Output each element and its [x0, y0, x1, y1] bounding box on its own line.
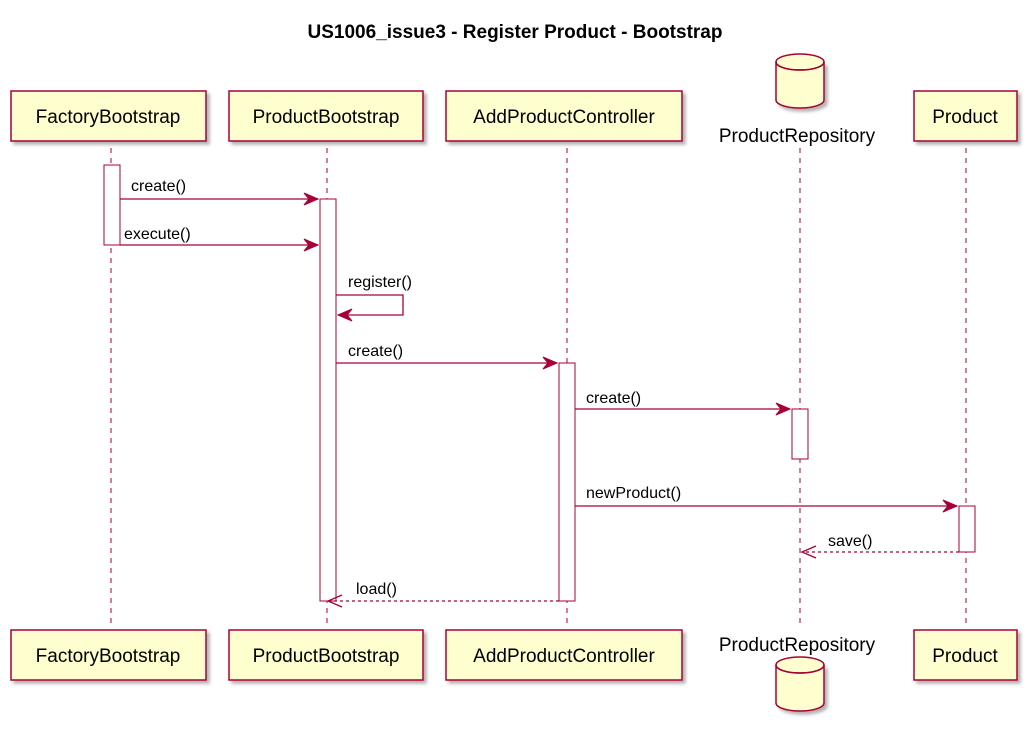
activation-productbs: [319, 198, 337, 602]
message-create-controller: create(): [336, 343, 559, 370]
message-label: create(): [586, 390, 641, 407]
participant-label: AddProductController: [473, 107, 655, 128]
participant-productbs-top: ProductBootstrap: [228, 90, 424, 142]
message-label: register(): [348, 274, 412, 291]
participant-label: AddProductController: [473, 646, 655, 667]
message-save-return: save(): [800, 533, 959, 559]
diagram-title: US1006_issue3 - Register Product - Boots…: [308, 22, 723, 43]
participant-label-repo-bottom: ProductRepository: [719, 635, 876, 656]
participant-label: FactoryBootstrap: [36, 107, 181, 128]
activation-repo: [791, 408, 809, 460]
participant-label: FactoryBootstrap: [36, 646, 181, 667]
participant-factory-top: FactoryBootstrap: [10, 90, 207, 142]
message-create-repo: create(): [575, 390, 792, 416]
message-register-self: register(): [336, 274, 412, 322]
message-label: newProduct(): [586, 485, 681, 502]
participant-label: Product: [932, 107, 998, 128]
activation-controller: [558, 362, 576, 602]
activation-factory: [103, 164, 121, 246]
participant-controller-bottom: AddProductController: [445, 629, 683, 681]
message-newproduct: newProduct(): [575, 485, 959, 513]
database-icon-top: [775, 53, 825, 109]
participant-label: ProductBootstrap: [253, 646, 400, 667]
participant-factory-bottom: FactoryBootstrap: [10, 629, 207, 681]
message-label: load(): [356, 581, 397, 598]
message-load-return: load(): [326, 581, 559, 608]
participant-label: ProductBootstrap: [253, 107, 400, 128]
activation-product: [958, 505, 976, 553]
message-label: save(): [828, 533, 872, 550]
participant-label-repo-top: ProductRepository: [719, 126, 876, 147]
message-execute: execute(): [120, 226, 320, 252]
message-label: create(): [131, 178, 186, 195]
participant-label: Product: [932, 646, 998, 667]
participant-productbs-bottom: ProductBootstrap: [228, 629, 424, 681]
message-label: create(): [348, 343, 403, 360]
participant-product-top: Product: [913, 90, 1018, 142]
participant-controller-top: AddProductController: [445, 90, 683, 142]
participant-product-bottom: Product: [913, 629, 1018, 681]
message-create-productbs: create(): [120, 178, 320, 206]
database-icon-bottom: [775, 656, 825, 712]
message-label: execute(): [124, 226, 191, 243]
